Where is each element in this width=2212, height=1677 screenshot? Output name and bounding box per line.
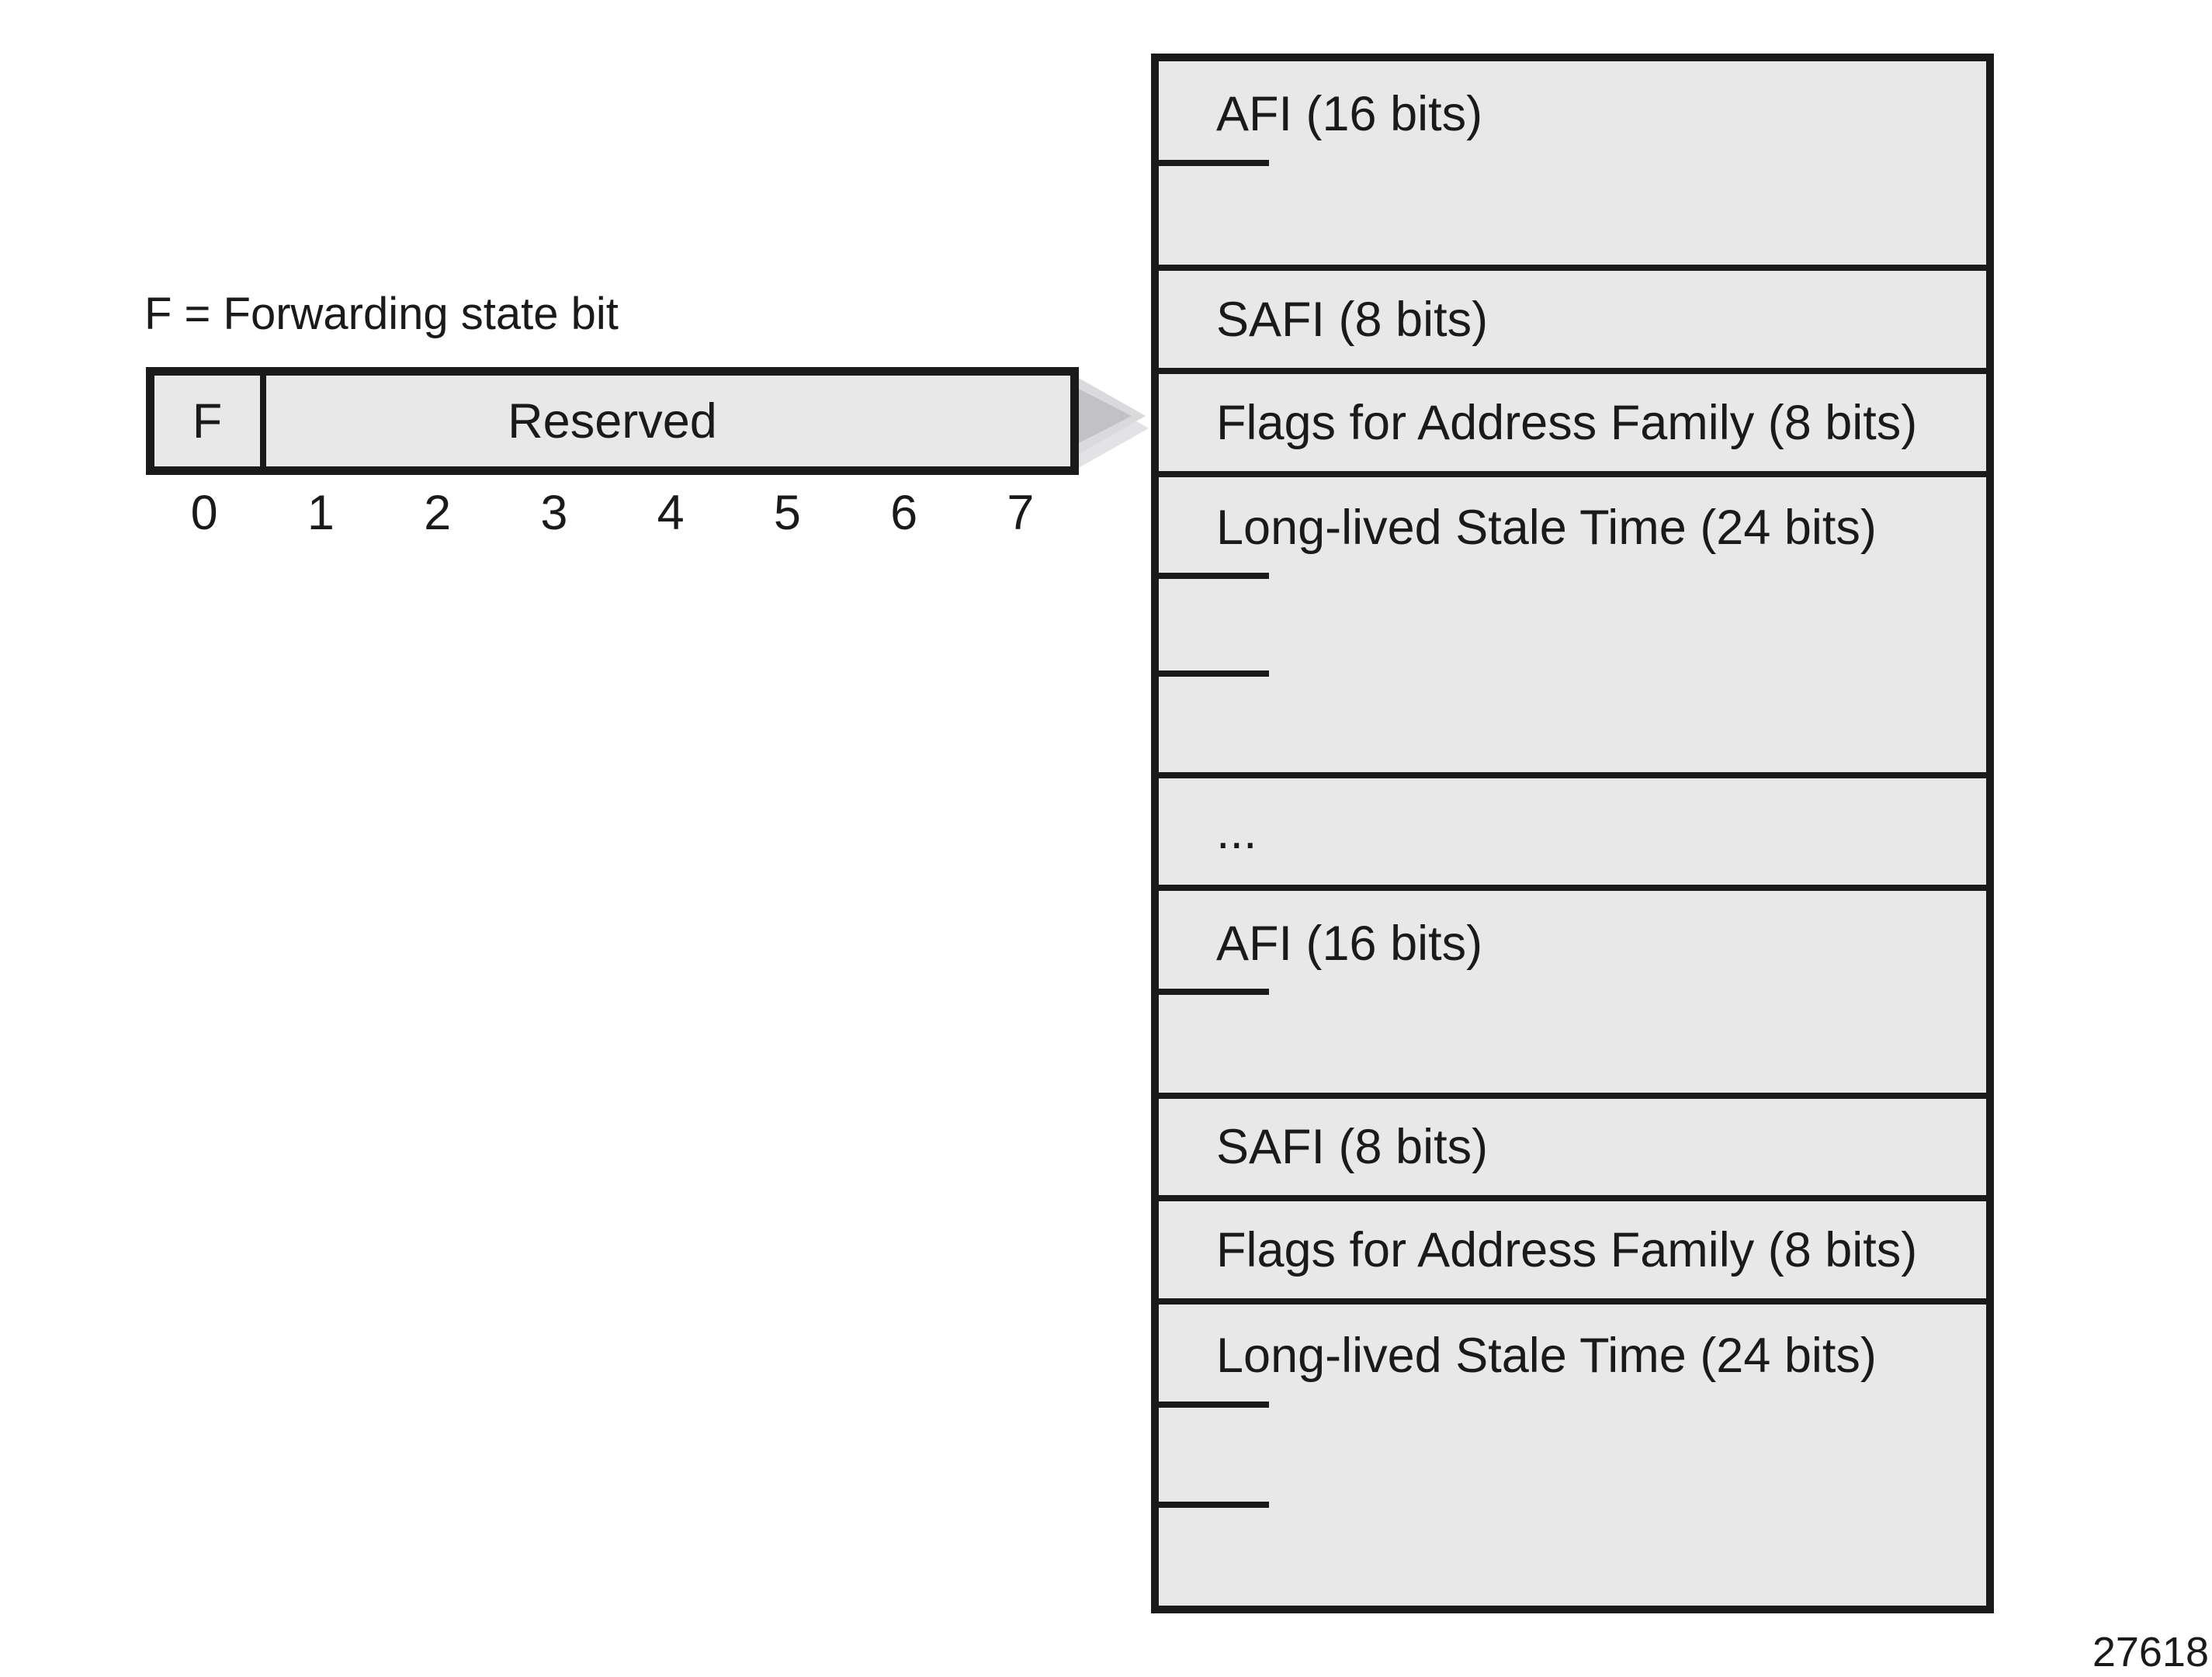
bit-field-reserved-cell — [266, 376, 1070, 466]
figure-number: 27618 — [2092, 1629, 2209, 1675]
field-label: Flags for Address Family (8 bits) — [1216, 1222, 1918, 1277]
octet-tick — [1159, 1402, 1269, 1408]
bit-number-0: 0 — [190, 486, 218, 540]
field-label: SAFI (8 bits) — [1216, 292, 1489, 347]
bit-number-1: 1 — [307, 486, 335, 540]
field-label: Long-lived Stale Time (24 bits) — [1216, 1328, 1877, 1383]
field-label: Flags for Address Family (8 bits) — [1216, 395, 1918, 450]
field-row-ellipsis: ... — [1159, 772, 1986, 885]
octet-tick — [1159, 572, 1269, 579]
field-row-afi-1: AFI (16 bits) — [1159, 61, 1986, 265]
f-bit-label: F — [192, 393, 223, 449]
field-row-stale-time-1: Long-lived Stale Time (24 bits) — [1159, 471, 1986, 772]
field-label: SAFI (8 bits) — [1216, 1120, 1489, 1174]
arrow-right-icon — [1066, 371, 1149, 470]
legend-text: F = Forwarding state bit — [144, 289, 619, 339]
bit-number-4: 4 — [657, 486, 685, 540]
field-label: ... — [1216, 804, 1257, 859]
field-label: Long-lived Stale Time (24 bits) — [1216, 500, 1877, 555]
bit-number-row: 0 1 2 3 4 5 6 7 — [146, 484, 1079, 542]
field-label: AFI (16 bits) — [1216, 87, 1483, 142]
octet-tick — [1159, 160, 1269, 166]
field-row-safi-1: SAFI (8 bits) — [1159, 265, 1986, 368]
bit-number-6: 6 — [890, 486, 918, 540]
octet-column: AFI (16 bits) SAFI (8 bits) Flags for Ad… — [1151, 54, 1994, 1613]
octet-tick — [1159, 670, 1269, 677]
octet-tick — [1159, 1502, 1269, 1509]
bit-number-2: 2 — [424, 486, 452, 540]
field-row-flags-1: Flags for Address Family (8 bits) — [1159, 368, 1986, 471]
bit-number-3: 3 — [540, 486, 568, 540]
bit-field-box: F Reserved — [146, 367, 1079, 475]
bit-number-7: 7 — [1007, 486, 1035, 540]
bit-field-f-cell: F — [154, 376, 266, 466]
field-row-flags-2: Flags for Address Family (8 bits) — [1159, 1195, 1986, 1298]
bit-number-5: 5 — [773, 486, 801, 540]
field-row-afi-2: AFI (16 bits) — [1159, 885, 1986, 1093]
octet-tick — [1159, 989, 1269, 995]
field-label: AFI (16 bits) — [1216, 916, 1483, 971]
field-row-safi-2: SAFI (8 bits) — [1159, 1093, 1986, 1195]
field-row-stale-time-2: Long-lived Stale Time (24 bits) — [1159, 1298, 1986, 1606]
